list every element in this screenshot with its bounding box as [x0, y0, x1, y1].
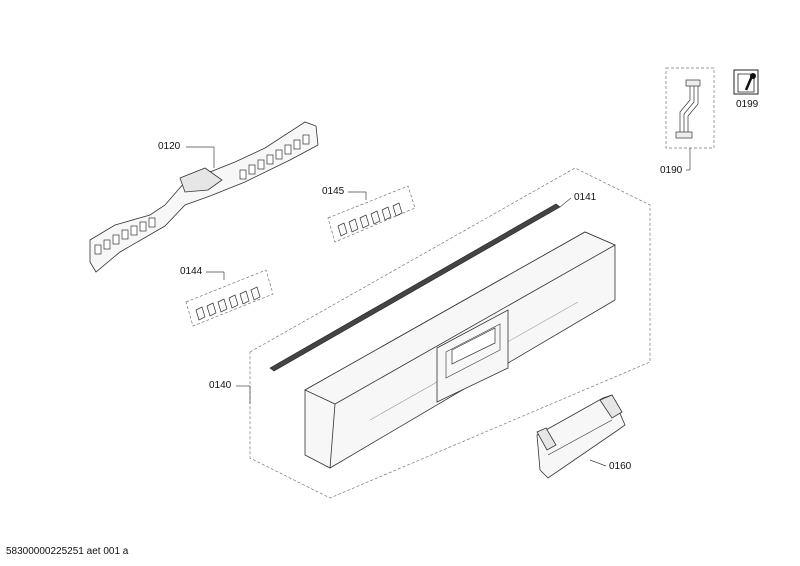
control-panel-0140[interactable] [236, 167, 651, 499]
label-0190: 0190 [660, 165, 683, 176]
clip-strip-0145[interactable] [327, 185, 416, 243]
bracket-rail-0120[interactable] [89, 121, 319, 273]
label-0140: 0140 [209, 380, 232, 391]
document-id-footer: 58300000225251 aet 001 a [6, 546, 129, 557]
clip-strip-0144[interactable] [185, 269, 274, 327]
label-0141: 0141 [574, 192, 597, 203]
wiring-harness-0190[interactable] [665, 67, 715, 171]
wrench-document-icon[interactable] [733, 69, 759, 95]
label-0144: 0144 [180, 266, 203, 277]
label-0120: 0120 [158, 141, 181, 152]
mounting-bracket-0160[interactable] [536, 394, 626, 479]
label-0160: 0160 [609, 461, 632, 472]
trim-strip-0141[interactable] [269, 197, 572, 372]
label-0199: 0199 [736, 99, 759, 110]
label-0145: 0145 [322, 186, 345, 197]
